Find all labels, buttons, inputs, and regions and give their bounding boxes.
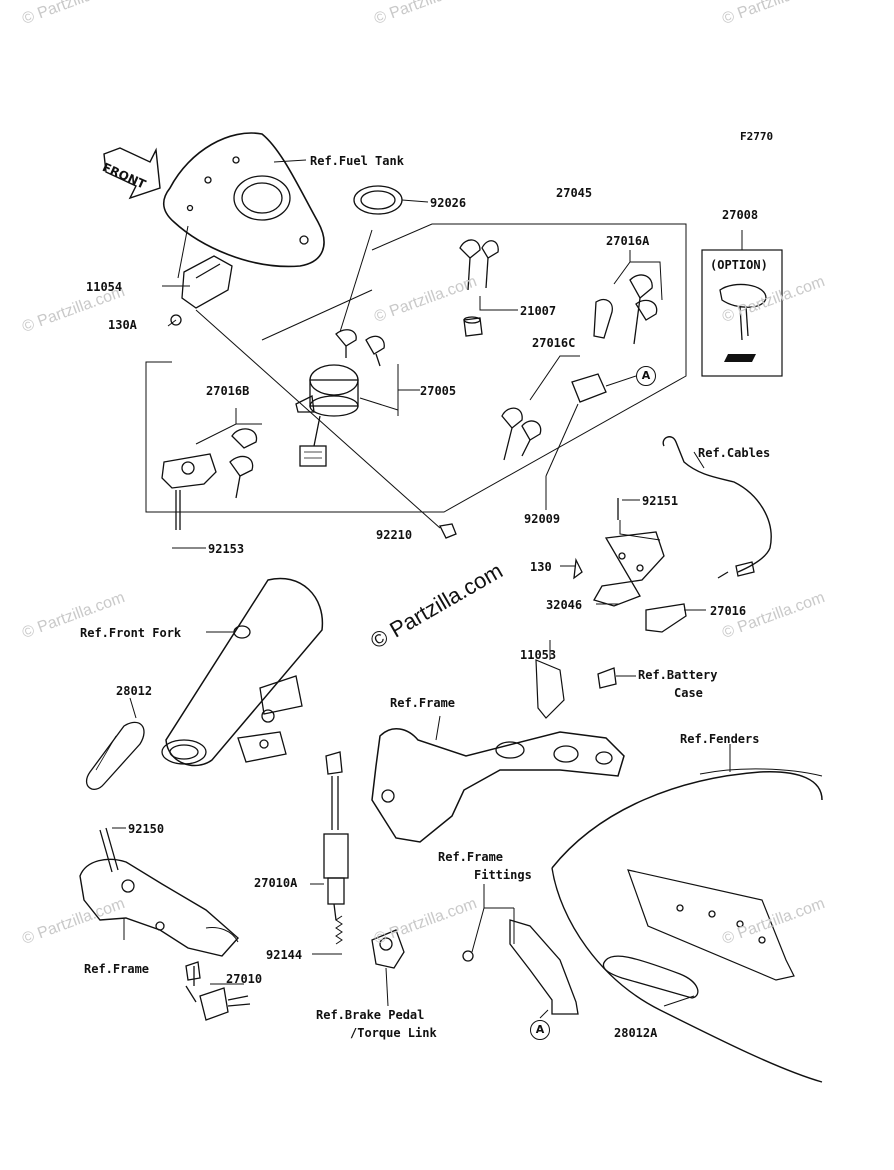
callout-92009: 92009: [524, 512, 561, 526]
callout-ref-battery: Ref.Battery: [638, 668, 718, 682]
lock-27016A-drawing: [593, 250, 663, 345]
grip-28012-drawing: [85, 697, 145, 790]
callout-28012A: 28012A: [614, 1026, 658, 1040]
option-key-box-drawing: [701, 230, 783, 377]
lock-27016B-drawing: [161, 408, 262, 549]
gasket-92026-drawing: [353, 185, 429, 215]
callout-ref-fuel-tank: Ref.Fuel Tank: [310, 154, 404, 168]
callout-92153: 92153: [208, 542, 245, 556]
callout-ref-frame-upper: Ref.Frame: [390, 696, 456, 710]
callout-27016: 27016: [710, 604, 747, 618]
keys-27016C-drawing: [501, 355, 637, 510]
bracket-32046-drawing: [560, 498, 706, 633]
brake-switch-drawing: [310, 751, 405, 1007]
callout-27008: 27008: [722, 208, 759, 222]
callout-92144: 92144: [266, 948, 303, 962]
front-fork-drawing: [161, 577, 324, 767]
fuel-tank-cover-drawing: [162, 132, 325, 268]
callout-130A: 130A: [108, 318, 137, 332]
callout-21007: 21007: [520, 304, 557, 318]
lower-frame-switch-drawing: [79, 827, 251, 1021]
callout-27010A: 27010A: [254, 876, 298, 890]
callout-92210: 92210: [376, 528, 413, 542]
callout-130: 130: [530, 560, 552, 574]
fender-drawing: [551, 744, 823, 1083]
figure-code: F2770: [740, 130, 774, 143]
nut-92210-drawing: [439, 523, 457, 539]
callout-torque-link: /Torque Link: [350, 1026, 437, 1040]
callout-ref-frame-lower: Ref.Frame: [84, 962, 150, 976]
callout-ref-front-fork: Ref.Front Fork: [80, 626, 182, 640]
callout-ref-cables: Ref.Cables: [698, 446, 771, 460]
callout-27016A: 27016A: [606, 234, 650, 248]
callout-fittings: Fittings: [474, 868, 532, 882]
callout-11054: 11054: [86, 280, 123, 294]
callout-28012: 28012: [116, 684, 153, 698]
callout-27016B: 27016B: [206, 384, 250, 398]
frame-fittings-bracket-drawing: [462, 884, 579, 1019]
cable-drawing: [662, 436, 772, 579]
option-label: (OPTION): [710, 258, 768, 272]
keys-27045-drawing: [459, 239, 518, 337]
callout-case: Case: [674, 686, 703, 700]
callout-ref-fenders: Ref.Fenders: [680, 732, 760, 746]
callout-27045: 27045: [556, 186, 593, 200]
callout-92150: 92150: [128, 822, 165, 836]
callout-11053: 11053: [520, 648, 557, 662]
assembly-frame-lines: [145, 223, 687, 513]
callout-27010: 27010: [226, 972, 263, 986]
ignition-switch-drawing: [295, 229, 420, 467]
callout-92151: 92151: [642, 494, 679, 508]
callout-27016C: 27016C: [532, 336, 576, 350]
frame-drawing: [371, 640, 636, 843]
callout-27005: 27005: [420, 384, 457, 398]
callout-ref-frame-fittings: Ref.Frame: [438, 850, 504, 864]
callout-92026: 92026: [430, 196, 467, 210]
bracket-11054-drawing: [162, 225, 441, 529]
callout-32046: 32046: [546, 598, 583, 612]
front-arrow-drawing: [103, 147, 161, 200]
callout-ref-brake-pedal: Ref.Brake Pedal: [316, 1008, 425, 1022]
reference-marker-a: A: [636, 366, 656, 386]
keys-27005-drawing: [335, 329, 385, 367]
reference-marker-a: A: [530, 1020, 550, 1040]
